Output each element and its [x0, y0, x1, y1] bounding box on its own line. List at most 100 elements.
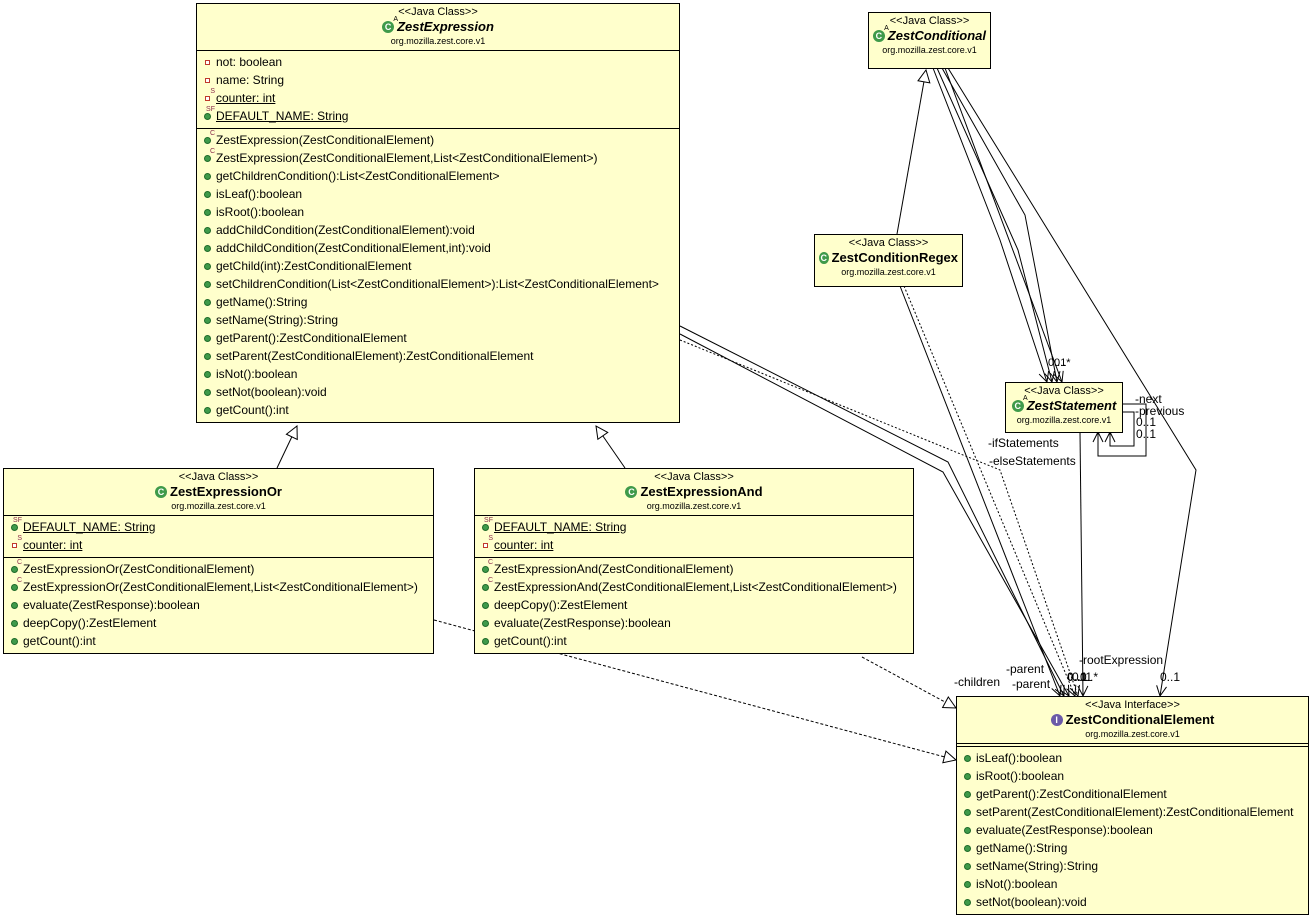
method-row[interactable]: addChildCondition(ZestConditionalElement…: [197, 221, 679, 239]
stereotype-label: <<Java Class>>: [178, 471, 259, 483]
public-method-icon: [201, 242, 213, 254]
method-row[interactable]: getCount():int: [4, 632, 433, 650]
method-row[interactable]: setChildrenCondition(List<ZestConditiona…: [197, 275, 679, 293]
multiplicity-label: 0..1: [1048, 357, 1067, 369]
class-zest-expression-and[interactable]: <<Java Class>> C ZestExpressionAnd org.m…: [474, 468, 914, 654]
self-next: [1110, 411, 1135, 447]
abstract-method-icon: [961, 752, 973, 764]
abstract-method-icon: [961, 860, 973, 872]
class-header: <<Java Class>> C ZestExpressionOr org.mo…: [4, 469, 433, 515]
method-row[interactable]: getName():String: [957, 839, 1308, 857]
public-method-icon: [201, 386, 213, 398]
method-row[interactable]: addChildCondition(ZestConditionalElement…: [197, 239, 679, 257]
public-method-icon: [201, 206, 213, 218]
method-row[interactable]: deepCopy():ZestElement: [475, 596, 913, 614]
assoc-stmt-element: [1080, 431, 1083, 696]
role-label-previous: -previous: [1135, 404, 1185, 418]
method-row[interactable]: evaluate(ZestResponse):boolean: [475, 614, 913, 632]
method-row[interactable]: evaluate(ZestResponse):boolean: [957, 821, 1308, 839]
private-static-field-icon: S: [479, 535, 493, 551]
assoc-regex-element: [899, 285, 1060, 696]
real-and-to-element: [861, 656, 956, 708]
method-row[interactable]: isRoot():boolean: [197, 203, 679, 221]
public-method-icon: [201, 188, 213, 200]
class-icon: C: [819, 252, 829, 264]
method-row[interactable]: setParent(ZestConditionalElement):ZestCo…: [957, 803, 1308, 821]
method-row[interactable]: setName(String):String: [197, 311, 679, 329]
private-static-field-icon: S: [8, 535, 22, 551]
role-label-parent: -parent: [1006, 662, 1045, 676]
assoc-expr-element-2: [679, 333, 1069, 696]
method-row[interactable]: getParent():ZestConditionalElement: [197, 329, 679, 347]
package-label: org.mozilla.zest.core.v1: [171, 501, 266, 511]
method-row[interactable]: isLeaf():boolean: [957, 749, 1308, 767]
method-row[interactable]: isLeaf():boolean: [197, 185, 679, 203]
public-method-icon: [479, 635, 491, 647]
field-row[interactable]: not: boolean: [197, 53, 679, 71]
private-static-field-icon: S: [201, 88, 215, 104]
abstract-method-icon: [961, 806, 973, 818]
method-row[interactable]: getParent():ZestConditionalElement: [957, 785, 1308, 803]
method-row[interactable]: setName(String):String: [957, 857, 1308, 875]
public-method-icon: [8, 635, 20, 647]
role-label-parent: -parent: [1012, 677, 1051, 691]
class-header: <<Java Class>> C ZestExpressionAnd org.m…: [475, 469, 913, 515]
method-row[interactable]: setParent(ZestConditionalElement):ZestCo…: [197, 347, 679, 365]
method-row[interactable]: isNot():boolean: [197, 365, 679, 383]
class-icon: C: [625, 486, 638, 498]
method-row[interactable]: getName():String: [197, 293, 679, 311]
private-field-icon: [201, 74, 213, 86]
stereotype-label: <<Java Class>>: [848, 237, 929, 249]
method-row[interactable]: setNot(boolean):void: [957, 893, 1308, 911]
abstract-method-icon: [961, 770, 973, 782]
multiplicity-label: 0..1: [1160, 670, 1181, 684]
interface-zest-conditional-element[interactable]: <<Java Interface>> I ZestConditionalElem…: [956, 696, 1309, 915]
public-method-icon: [201, 350, 213, 362]
method-row[interactable]: getCount():int: [197, 401, 679, 419]
class-zest-expression-or[interactable]: <<Java Class>> C ZestExpressionOr org.mo…: [3, 468, 434, 654]
multiplicity-label: 0..*: [1054, 357, 1071, 369]
package-label: org.mozilla.zest.core.v1: [882, 45, 977, 55]
public-method-icon: [479, 617, 491, 629]
constructor-icon: C: [8, 577, 22, 593]
method-row[interactable]: getChild(int):ZestConditionalElement: [197, 257, 679, 275]
field-row[interactable]: name: String: [197, 71, 679, 89]
method-row[interactable]: getCount():int: [475, 632, 913, 650]
method-row[interactable]: getChildrenCondition():List<ZestConditio…: [197, 167, 679, 185]
method-row[interactable]: deepCopy():ZestElement: [4, 614, 433, 632]
method-row[interactable]: evaluate(ZestResponse):boolean: [4, 596, 433, 614]
method-row[interactable]: isNot():boolean: [957, 875, 1308, 893]
method-section: isLeaf():boolean isRoot():boolean getPar…: [957, 746, 1308, 914]
public-method-icon: [201, 332, 213, 344]
method-row[interactable]: setNot(boolean):void: [197, 383, 679, 401]
public-method-icon: [201, 314, 213, 326]
class-zest-condition-regex[interactable]: <<Java Class>> C ZestConditionRegex org.…: [814, 234, 963, 287]
constructor-icon: C: [479, 559, 493, 575]
public-method-icon: [8, 599, 20, 611]
method-row[interactable]: isRoot():boolean: [957, 767, 1308, 785]
